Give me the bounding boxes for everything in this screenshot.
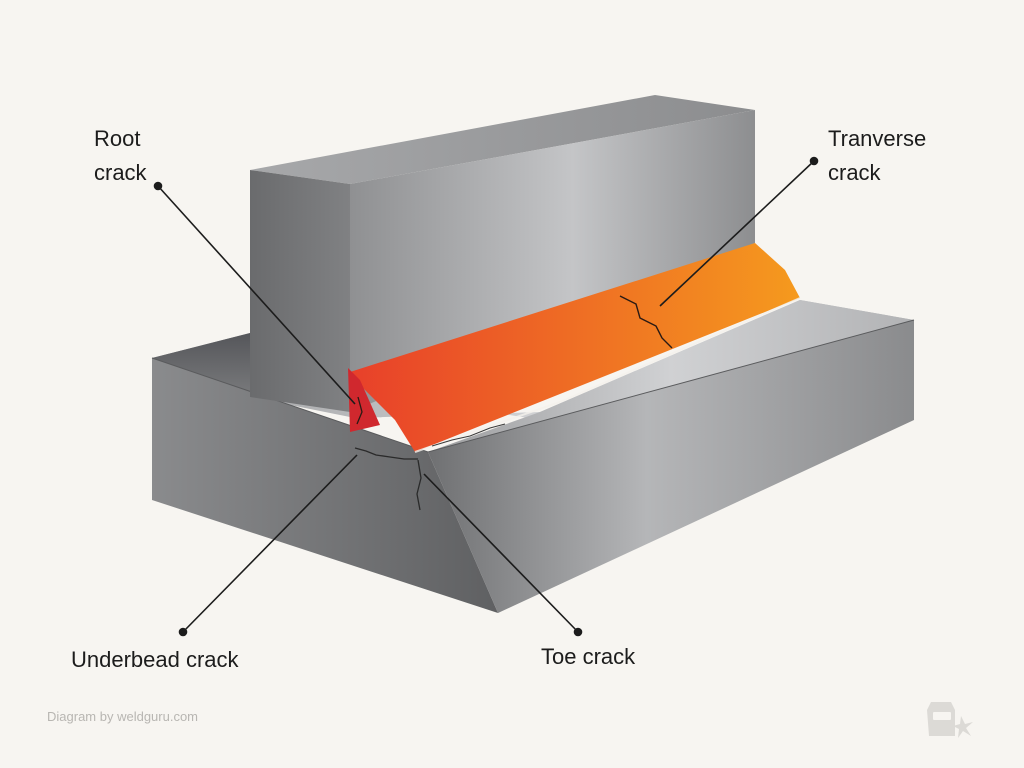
leader-root-dot — [153, 181, 163, 191]
toe-line-crack — [431, 423, 506, 447]
vertical-plate-front-face — [350, 110, 755, 412]
label-transverse-line-1: Tranverse — [828, 126, 927, 151]
welding-helmet-icon — [927, 702, 973, 738]
base-plate-front-face — [152, 358, 498, 613]
leader-transverse-dot — [809, 156, 819, 166]
leader-transverse — [659, 160, 815, 307]
transverse-crack — [619, 295, 673, 349]
label-transverse-crack: Tranverse crack — [828, 122, 926, 190]
weld-bead — [350, 243, 800, 452]
base-plate-edge — [151, 319, 915, 453]
label-root-line-1: Root — [94, 126, 141, 151]
label-root-line-2: crack — [94, 160, 147, 185]
base-plate-lip — [152, 333, 250, 397]
weld-root-face — [348, 368, 380, 432]
credit-text: Diagram by weldguru.com — [47, 709, 199, 724]
label-underbead-crack: Underbead crack — [71, 647, 239, 672]
label-root-crack: Root crack — [94, 122, 147, 190]
leader-underbead-dot — [178, 627, 188, 637]
vertical-plate-top — [250, 95, 755, 184]
toe-crack — [416, 459, 422, 511]
base-plate-top-right — [428, 300, 914, 452]
weld-toe-edge — [414, 297, 801, 453]
leader-toe — [423, 473, 579, 633]
leader-root — [157, 185, 356, 405]
vertical-plate-left-face — [250, 170, 350, 412]
root-crack — [356, 396, 363, 425]
leader-underbead — [182, 454, 358, 633]
label-toe-crack: Toe crack — [541, 644, 636, 669]
label-transverse-line-2: crack — [828, 160, 881, 185]
underbead-crack — [354, 447, 418, 460]
base-plate-right-face — [428, 320, 914, 613]
leader-toe-dot — [573, 627, 583, 637]
